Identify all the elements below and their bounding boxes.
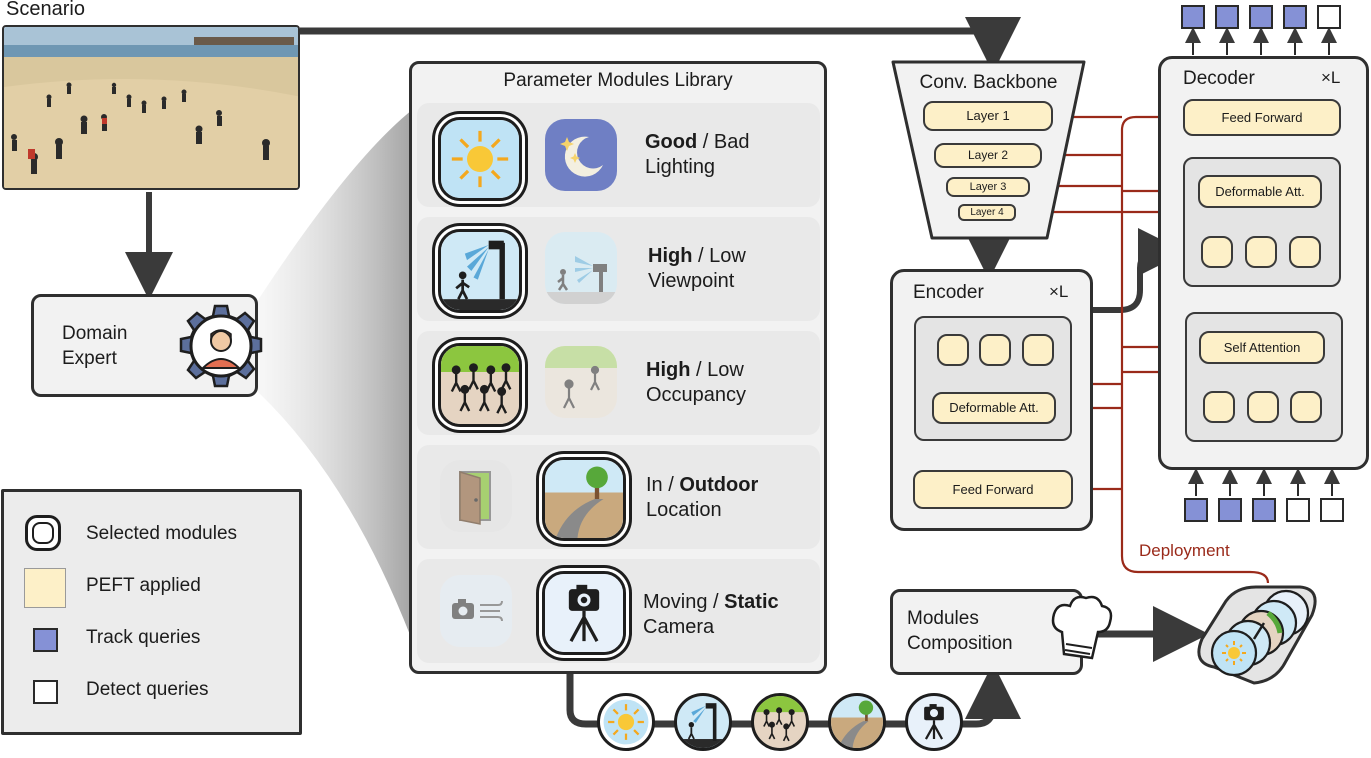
decoder-self-attention: Self Attention (1199, 331, 1325, 364)
composition-box (890, 589, 1083, 675)
backbone-layer-2: Layer 2 (934, 143, 1042, 168)
expert-fan-shading (258, 110, 412, 640)
detect-query-input (1286, 498, 1310, 522)
lighting-strong: Good (645, 131, 698, 153)
scenario-to-backbone-arrow (300, 17, 1021, 73)
backbone-title: Conv. Backbone (919, 72, 1058, 93)
track-query-output (1249, 5, 1273, 29)
detect-query-input (1320, 498, 1344, 522)
decoder-peft-node (1245, 236, 1277, 268)
low-viewpoint-camera-icon[interactable] (545, 232, 617, 304)
outdoor-road-icon[interactable] (542, 457, 626, 541)
legend-detect-label: Detect queries (86, 679, 209, 700)
chef-hat-icon (1048, 592, 1114, 662)
selected-chain (597, 693, 967, 755)
lighting-weak: Bad (713, 131, 750, 153)
encoder-feed-forward: Feed Forward (913, 470, 1073, 509)
domain-expert-label: Domain Expert (62, 323, 128, 369)
decoder-peft-node (1289, 236, 1321, 268)
decoder-deformable-att: Deformable Att. (1198, 175, 1322, 208)
moon-icon[interactable] (545, 119, 617, 191)
backbone-layer-1: Layer 1 (923, 101, 1053, 131)
decoder-peft-node (1247, 391, 1279, 423)
decoder-repeat: ×L (1321, 68, 1341, 87)
track-query-input (1218, 498, 1242, 522)
encoder-repeat: ×L (1049, 282, 1069, 301)
deployment-label: Deployment (1139, 541, 1230, 560)
legend-selected-swatch (25, 515, 61, 551)
scenario-image (2, 25, 300, 190)
legend-track-label: Track queries (86, 627, 201, 648)
encoder-peft-node (979, 334, 1011, 366)
decoder-peft-node (1290, 391, 1322, 423)
chain-viewpoint-icon (674, 693, 732, 751)
indoor-door-icon[interactable] (440, 460, 512, 532)
high-occupancy-crowd-icon[interactable] (438, 343, 522, 427)
track-query-output (1283, 5, 1307, 29)
legend-track-swatch (33, 628, 58, 652)
legend-selected-label: Selected modules (86, 523, 238, 544)
decoder-feed-forward: Feed Forward (1183, 99, 1341, 136)
legend-detect-swatch (33, 680, 58, 704)
track-query-input (1252, 498, 1276, 522)
moving-camera-icon[interactable] (440, 575, 512, 647)
track-query-input (1184, 498, 1208, 522)
sun-icon[interactable] (438, 117, 522, 201)
low-occupancy-crowd-icon[interactable] (545, 346, 617, 418)
static-tripod-camera-icon[interactable] (542, 571, 626, 655)
camera-caption: Moving / Static Camera (643, 591, 779, 638)
library-title: Parameter Modules Library (503, 70, 733, 91)
occupancy-caption: High / Low Occupancy (646, 359, 747, 406)
encoder-peft-node (937, 334, 969, 366)
composition-label: Modules Composition (907, 608, 1013, 654)
detect-query-output (1317, 5, 1341, 29)
encoder-deformable-att: Deformable Att. (932, 392, 1056, 424)
encoder-to-decoder-arrow (1092, 228, 1186, 313)
chain-outdoor-icon (828, 693, 886, 751)
scenario-label: Scenario (6, 0, 85, 20)
lighting-line2: Lighting (645, 156, 716, 178)
chain-static-camera-icon (905, 693, 963, 751)
encoder-title: Encoder (913, 282, 984, 303)
deployed-model-badge (1194, 583, 1320, 687)
legend-peft-swatch (24, 568, 66, 608)
deployment-trunk (1120, 109, 1270, 584)
decoder-peft-node (1203, 391, 1235, 423)
decoder-peft-node (1201, 236, 1233, 268)
backbone-layer-4: Layer 4 (958, 204, 1016, 221)
viewpoint-caption: High / Low Viewpoint (648, 245, 746, 292)
encoder-peft-node (1022, 334, 1054, 366)
legend-peft-label: PEFT applied (86, 575, 201, 596)
expert-gear-icon (170, 296, 272, 396)
track-query-output (1215, 5, 1239, 29)
track-query-output (1181, 5, 1205, 29)
chain-sun-icon (597, 693, 655, 751)
backbone-layer-3: Layer 3 (946, 177, 1030, 197)
high-viewpoint-camera-icon[interactable] (438, 229, 522, 313)
decoder-title: Decoder (1183, 68, 1255, 89)
lighting-caption: Good / Bad Lighting (645, 131, 750, 178)
location-caption: In / Outdoor Location (646, 474, 759, 521)
chain-occupancy-icon (751, 693, 809, 751)
